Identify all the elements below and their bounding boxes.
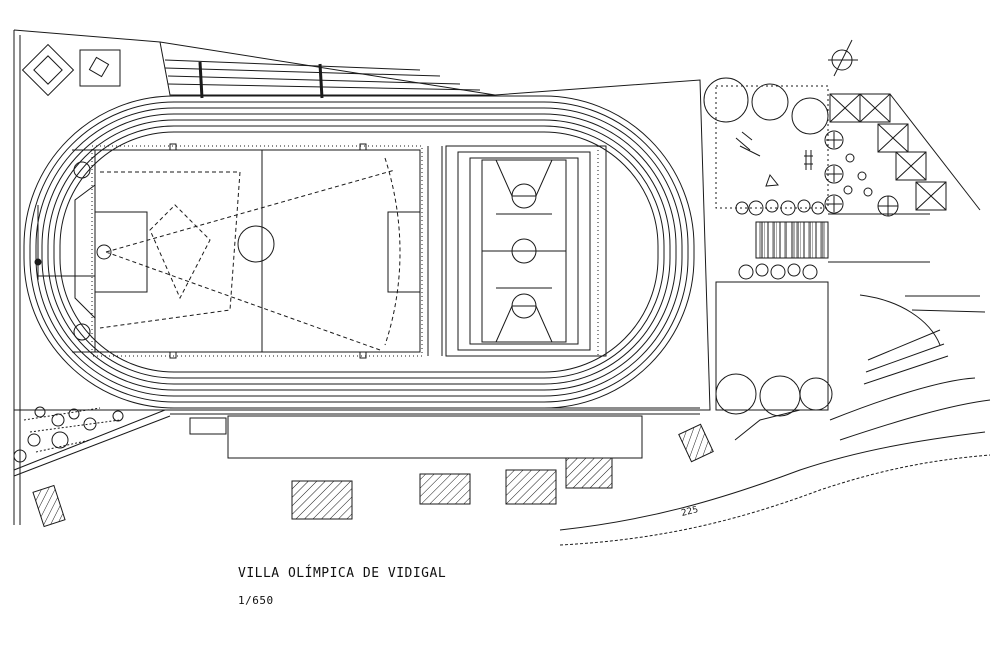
basketball-courts	[445, 145, 607, 357]
top-left-pavilions	[21, 43, 121, 97]
garden-lower-left	[13, 406, 171, 477]
site-boundary	[13, 29, 711, 525]
plan-scale: 1/650	[238, 594, 274, 607]
planter-boxes	[829, 93, 981, 211]
track-bench-left	[759, 221, 787, 259]
plan-title: VILLA OLÍMPICA DE VIDIGAL	[238, 566, 447, 581]
lower-plaza	[715, 281, 833, 417]
pitch-fence	[91, 145, 423, 357]
shrub-row-upper	[735, 199, 825, 216]
hatched-buildings	[32, 221, 825, 528]
hatched-building-2	[291, 480, 353, 520]
grandstand-top	[159, 41, 495, 99]
trees-column	[824, 130, 899, 217]
contour-lines	[559, 294, 991, 546]
contour-elevation-label: 225	[680, 505, 699, 519]
football-pitch	[94, 143, 421, 359]
running-track	[23, 95, 695, 409]
north-arrow	[828, 39, 858, 77]
hatched-building-5	[565, 457, 613, 489]
playground-area	[703, 77, 829, 209]
hatched-building-4	[505, 469, 557, 505]
hatched-building-6	[678, 423, 714, 463]
hatched-building-1	[32, 484, 66, 528]
lower-buildings	[170, 407, 700, 459]
track-bench-right	[793, 221, 825, 259]
shrub-row-lower	[738, 263, 818, 280]
hatched-building-3	[419, 473, 471, 505]
